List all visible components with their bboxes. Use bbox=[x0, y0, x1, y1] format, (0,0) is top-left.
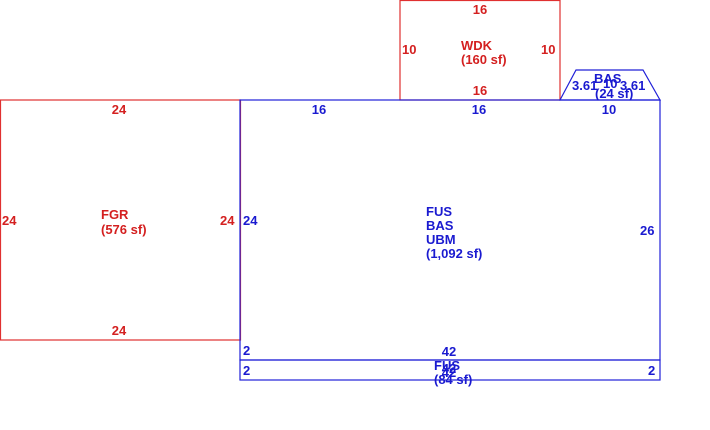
bay-dim-right: 3.61 bbox=[620, 78, 645, 93]
main-dim-right: 26 bbox=[640, 223, 654, 238]
fgr-dim-right: 24 bbox=[220, 213, 235, 228]
main-code-bas: BAS bbox=[426, 218, 454, 233]
main-dim-top-right: 10 bbox=[602, 102, 616, 117]
wdk-dim-right: 10 bbox=[541, 42, 555, 57]
main-code-fus: FUS bbox=[426, 204, 452, 219]
area-strip: 2 2 42 42 FUS (84 sf) bbox=[239, 358, 661, 387]
bay-outline bbox=[559, 69, 662, 101]
strip-dim-right: 2 bbox=[648, 363, 655, 378]
fgr-size: (576 sf) bbox=[101, 222, 147, 237]
fgr-dim-left: 24 bbox=[2, 213, 17, 228]
bay-size: (24 sf) bbox=[595, 86, 633, 101]
wdk-code: WDK bbox=[461, 38, 493, 53]
wdk-dim-left: 10 bbox=[402, 42, 416, 57]
strip-dim-left: 2 bbox=[243, 363, 250, 378]
wdk-size: (160 sf) bbox=[461, 52, 507, 67]
main-dim-bottom-left: 2 bbox=[243, 343, 250, 358]
area-fgr: 24 24 24 24 FGR (576 sf) bbox=[0, 99, 242, 341]
main-dim-top-left: 16 bbox=[312, 102, 326, 117]
bay-dim-mid: 10 bbox=[603, 76, 617, 91]
wdk-dim-bottom: 16 bbox=[473, 83, 487, 98]
fgr-code: FGR bbox=[101, 207, 129, 222]
area-wdk: 16 16 10 10 WDK (160 sf) bbox=[399, 0, 561, 101]
bay-code: BAS bbox=[594, 71, 622, 86]
main-dim-left: 24 bbox=[243, 213, 258, 228]
strip-size: (84 sf) bbox=[434, 372, 472, 387]
main-code-ubm: UBM bbox=[426, 232, 456, 247]
bay-dim-left: 3.61 bbox=[572, 78, 597, 93]
main-dim-bottom: 42 bbox=[442, 344, 456, 359]
main-dim-top-mid: 16 bbox=[472, 102, 486, 117]
fgr-dim-bottom: 24 bbox=[112, 323, 127, 338]
area-bay: 3.61 3.61 10 BAS (24 sf) bbox=[559, 69, 662, 101]
strip-dim-bottom: 42 bbox=[442, 365, 456, 380]
strip-dim-top: 42 bbox=[442, 361, 456, 376]
area-main: 16 16 10 24 26 42 2 FUS BAS UBM (1,092 s… bbox=[239, 99, 661, 361]
strip-outline bbox=[239, 359, 661, 381]
main-size: (1,092 sf) bbox=[426, 246, 482, 261]
strip-code: FUS bbox=[434, 358, 460, 373]
fgr-dim-top: 24 bbox=[112, 102, 127, 117]
wdk-dim-top: 16 bbox=[473, 2, 487, 17]
